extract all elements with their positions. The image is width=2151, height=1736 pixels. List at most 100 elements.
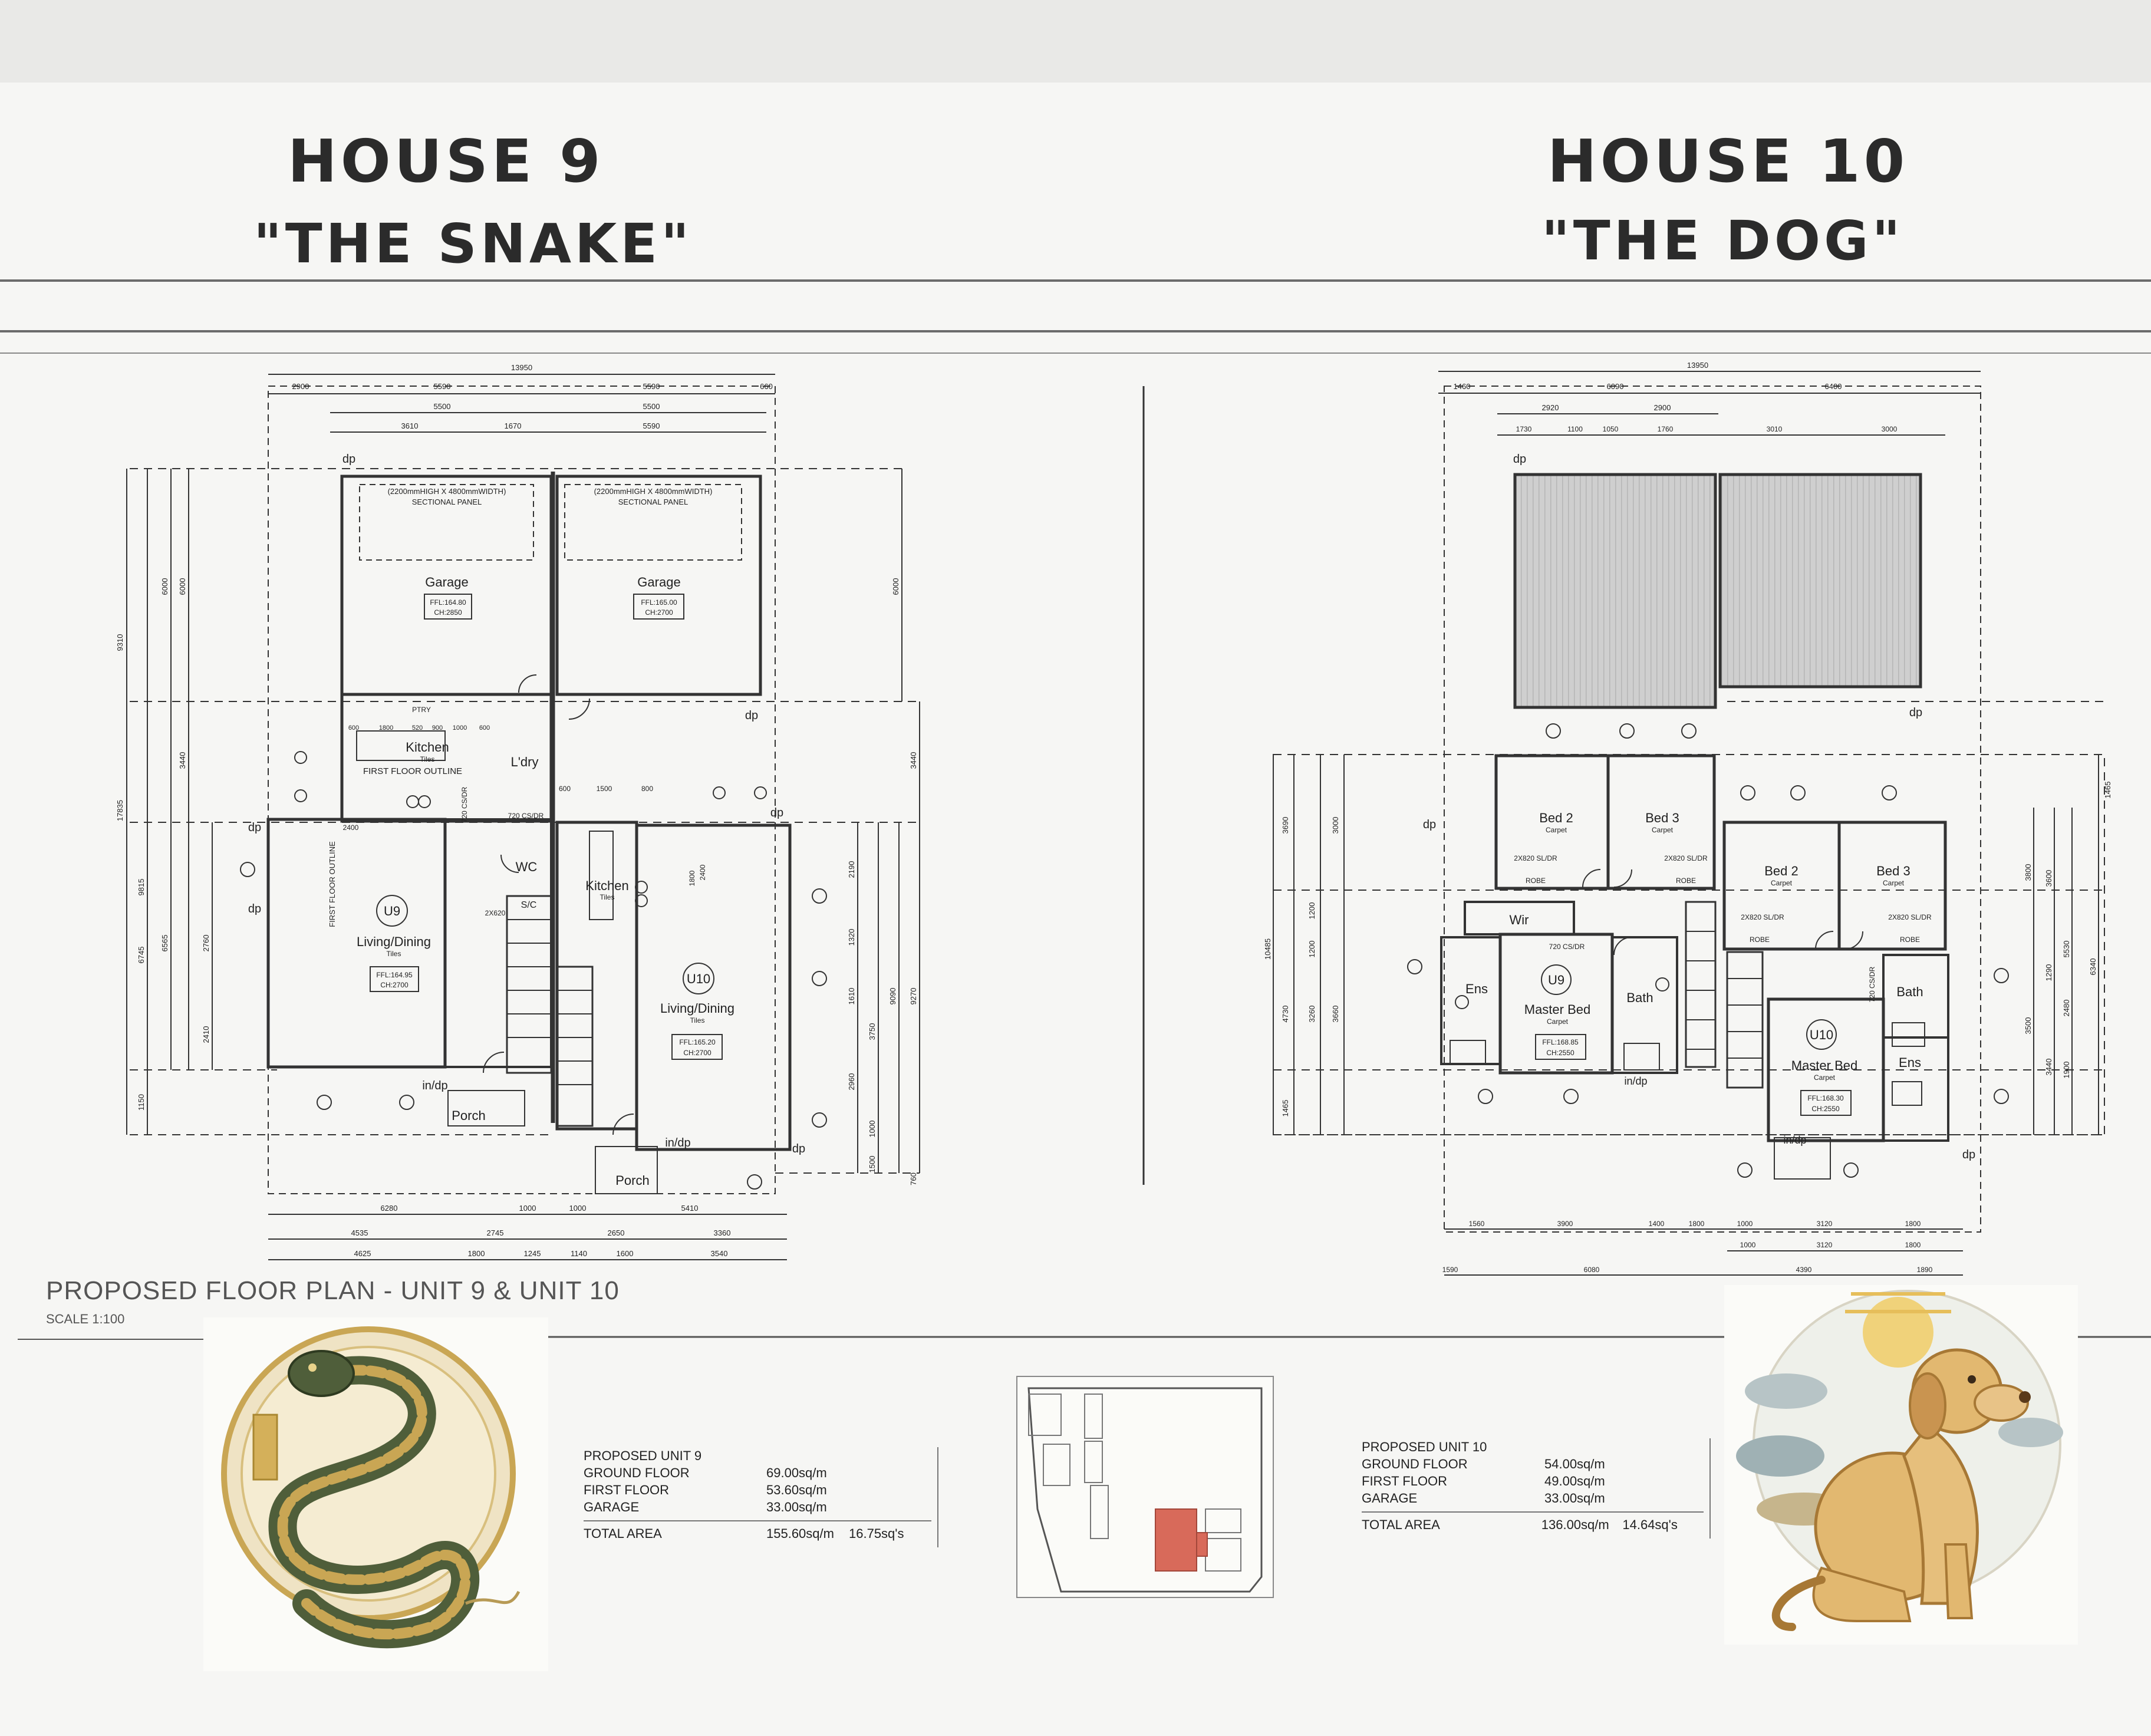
dp-label: dp (248, 902, 261, 915)
first-bottom-dim: 1400 (1649, 1220, 1665, 1228)
unit9-schedule-heading: PROPOSED UNIT 9 (584, 1448, 702, 1463)
dog-ear (1909, 1372, 1946, 1439)
dp-label: dp (792, 1142, 805, 1155)
u9-master-ffl-box (1535, 1034, 1586, 1060)
schedule-value: 53.60sq/m (766, 1483, 827, 1497)
first-top-dim: 2920 (1542, 403, 1559, 412)
ground-bottom-dim: 2650 (608, 1228, 625, 1237)
ground-bottom-dim: 3360 (714, 1228, 731, 1237)
ground-left-dim: 1150 (137, 1094, 146, 1111)
dp-label: dp (248, 821, 261, 834)
u9-bath-label: Bath (1626, 990, 1653, 1005)
first-top-dim: 1460 (1454, 382, 1471, 391)
ground-bottom-dim: 1245 (524, 1249, 541, 1258)
first-bottom-dim: 1560 (1469, 1220, 1485, 1228)
u10-living (635, 823, 792, 1151)
site-block5 (1090, 1485, 1109, 1539)
dog-snout (1974, 1384, 2029, 1422)
garage-right-ffl: FFL:165.00 (641, 598, 677, 607)
schedule-label: GROUND FLOOR (1362, 1457, 1468, 1471)
u9-bed2-label: Bed 2 (1539, 811, 1573, 825)
schedule-value: 49.00sq/m (1544, 1474, 1605, 1488)
schedule-value: 33.00sq/m (1544, 1491, 1605, 1506)
ground-left-dim: 3440 (178, 752, 187, 769)
kitchen-dim: 1800 (379, 724, 393, 732)
schedule-total-label: TOTAL AREA (584, 1526, 662, 1541)
u10-living-finish: Tiles (690, 1016, 705, 1025)
inner-dim: 800 (641, 785, 653, 793)
house9-heading: HOUSE 9 (288, 127, 604, 196)
door-note-b: 720 CS/DR (1868, 966, 1876, 1002)
u10-kitchen (555, 821, 638, 1131)
ground-right-dim: 1500 (868, 1156, 877, 1173)
schedule-label: GARAGE (584, 1500, 640, 1514)
roof-over-garage-left (1513, 473, 1717, 709)
unit10-schedule-heading: PROPOSED UNIT 10 (1362, 1439, 1487, 1454)
first-top-dim: 1100 (1567, 425, 1583, 433)
dp-label: dp (1513, 453, 1526, 466)
first-top-dim: 1730 (1516, 425, 1532, 433)
table-row: FIRST FLOOR 49.00sq/m (1362, 1473, 1704, 1490)
ground-right-dim: 1320 (847, 929, 856, 946)
first-top-dim: 3010 (1767, 425, 1783, 433)
first-fixture13 (1994, 1089, 2009, 1104)
door-note: 720 CS/DR (460, 786, 469, 822)
u10-tag-first: U10 (1810, 1027, 1833, 1042)
first-fixture (1546, 723, 1561, 739)
first-left-dim: 3690 (1281, 817, 1290, 834)
u10-robe: ROBE (1750, 935, 1770, 944)
dog-cloud4 (1998, 1418, 2063, 1447)
u9-sink (406, 795, 419, 808)
dp-label: dp (1423, 818, 1436, 831)
first-left-dim: 3660 (1331, 1006, 1340, 1023)
door-swing-4 (612, 1114, 634, 1135)
house9-nickname: "THE SNAKE" (253, 212, 693, 275)
garage-right-ffl-box (633, 594, 684, 620)
garage-left-panel: (2200mmHIGH X 4800mmWIDTH) (388, 487, 506, 496)
site-block (1028, 1394, 1062, 1436)
ground-bottom-dim: 4625 (354, 1249, 371, 1258)
garage-left-door (359, 484, 534, 561)
ground-top-dim: 5590 (643, 421, 660, 430)
first-plan-labels: 13950 1460 6090 6400 2920 2900 1730 1100… (1263, 361, 2112, 1274)
door-note: 720 CS/DR (508, 812, 544, 820)
schedule-value: 33.00sq/m (766, 1500, 827, 1514)
first-fixture2 (1619, 723, 1635, 739)
ground-overall-width: 13950 (511, 363, 532, 372)
site-unit-9-10-highlight (1155, 1508, 1197, 1572)
ground-left-dim: 6000 (160, 578, 169, 595)
plan-caption-title: PROPOSED FLOOR PLAN - UNIT 9 & UNIT 10 (46, 1276, 620, 1305)
u9-master-finish: Carpet (1547, 1017, 1569, 1026)
ground-fixture7 (812, 971, 827, 986)
ground-plan-labels: 13950 2900 5590 5590 660 5500 5500 3610 … (116, 363, 918, 1258)
u9-robe: ROBE (1526, 877, 1546, 885)
roof-over-garage-right (1718, 473, 1922, 689)
dog-eye (1968, 1375, 1976, 1383)
first-right-dim: 6340 (2089, 958, 2097, 976)
table-row-total: TOTAL AREA 136.00sq/m 14.64sq's (1362, 1516, 1704, 1533)
u10-bed3 (1837, 821, 1947, 951)
garage-right-panel: (2200mmHIGH X 4800mmWIDTH) (594, 487, 713, 496)
site-block3 (1084, 1441, 1103, 1483)
first-left-dim: 3000 (1331, 817, 1340, 834)
ground-bottom-dim: 1000 (519, 1204, 536, 1213)
indp-label: in/dp (422, 1079, 447, 1092)
ground-fixture4 (317, 1095, 332, 1110)
first-right-dim: 1290 (2044, 964, 2053, 981)
first-door-swing3 (1815, 931, 1834, 950)
site-unit-9-10-highlight2 (1196, 1532, 1208, 1557)
garage-right-ch: CH:2700 (645, 608, 673, 617)
u10-robe: ROBE (1900, 935, 1920, 944)
first-right-dim: 3440 (2044, 1059, 2053, 1076)
u9-bench (356, 730, 446, 761)
ground-fixture3 (240, 862, 255, 877)
u9-stair (506, 895, 552, 1074)
dog-nose (2019, 1391, 2031, 1403)
first-fixture8 (1478, 1089, 1493, 1104)
kitchen-dim: 600 (348, 724, 359, 732)
first-bottom-dim: 4390 (1796, 1266, 1812, 1274)
ground-top-dim: 5500 (643, 402, 660, 411)
dp-label: dp (1962, 1148, 1975, 1161)
site-block4 (1043, 1444, 1070, 1486)
first-top-dim: 2900 (1654, 403, 1671, 412)
